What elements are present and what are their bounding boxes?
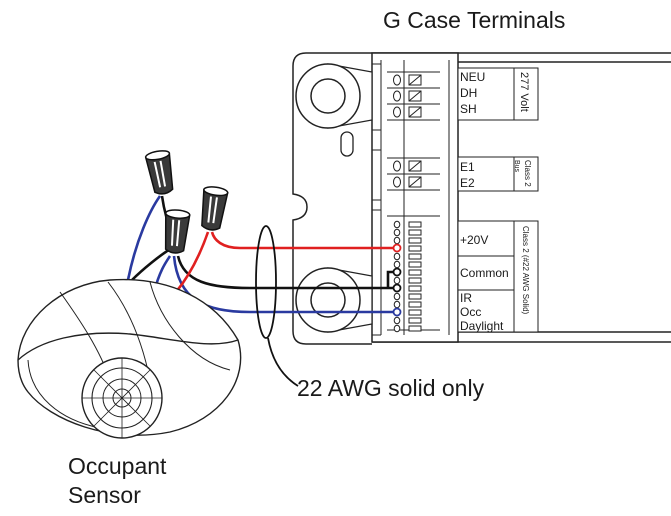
pin-hole <box>393 228 401 237</box>
pin-hole <box>393 220 401 229</box>
pin-hole <box>393 324 401 333</box>
black-wire-controller <box>176 255 396 290</box>
sensor-label-line2: Sensor <box>68 482 141 508</box>
push-in-pin <box>408 309 422 316</box>
sensor-group-label: Class 2 (#22 AWG Solid) <box>521 226 530 315</box>
push-in-pin <box>408 253 422 260</box>
push-in-pin <box>408 285 422 292</box>
push-in-pin <box>408 221 422 228</box>
terminal-label-e1: E1 <box>460 160 475 174</box>
push-in-pin <box>408 245 422 252</box>
wire-gauge-callout: 22 AWG solid only <box>297 375 485 401</box>
bus-group-label-line2: Class 2 <box>523 160 532 187</box>
label-panels <box>457 67 539 333</box>
push-in-pin <box>408 261 422 268</box>
terminal-label-ir: IR <box>460 291 472 305</box>
terminal-label-sh: SH <box>460 102 477 116</box>
terminal-label-e2: E2 <box>460 176 475 190</box>
terminal-label-neu: NEU <box>460 70 485 84</box>
terminal-label-daylight: Daylight <box>460 319 504 333</box>
red-wire-controller <box>210 231 396 250</box>
terminal-label-20v: +20V <box>460 233 488 247</box>
blue-wire-sensor <box>126 195 162 281</box>
push-in-pin <box>408 317 422 324</box>
bus-group-label-line1: Bus <box>513 160 520 173</box>
occupant-sensor-icon <box>17 278 242 439</box>
mounting-hole-icon <box>295 267 373 333</box>
push-in-pin <box>408 277 422 284</box>
sensor-label-line1: Occupant <box>68 453 167 479</box>
power-terminals <box>387 71 440 121</box>
wire-nut-icon <box>201 186 229 231</box>
push-in-pin <box>408 269 422 276</box>
push-in-pin <box>408 301 422 308</box>
push-in-pin <box>408 237 422 244</box>
pin-hole <box>393 300 401 309</box>
wire-nut-icon <box>164 209 191 254</box>
push-in-pin <box>408 325 422 332</box>
mounting-hole-icon <box>295 63 373 129</box>
pin-hole <box>393 316 401 325</box>
pin-hole <box>393 276 401 285</box>
pin-hole <box>393 292 401 301</box>
terminal-label-dh: DH <box>460 86 477 100</box>
push-in-pin <box>408 293 422 300</box>
pin-hole <box>393 236 401 245</box>
wire-end-markers <box>392 243 402 317</box>
wire-bundle-callout <box>255 225 299 387</box>
red-wire-sensor <box>174 231 210 293</box>
push-in-pin <box>408 229 422 236</box>
mounting-slot-icon <box>340 131 354 157</box>
wire-nut-icon <box>144 150 174 195</box>
terminal-label-common: Common <box>460 266 509 280</box>
power-group-label: 277 Volt <box>518 72 530 112</box>
bus-terminals <box>387 157 440 191</box>
pin-hole <box>393 252 401 261</box>
wire-nuts <box>144 150 229 254</box>
terminal-label-occ: Occ <box>460 305 481 319</box>
diagram-title: G Case Terminals <box>383 7 566 33</box>
pin-hole <box>393 260 401 269</box>
